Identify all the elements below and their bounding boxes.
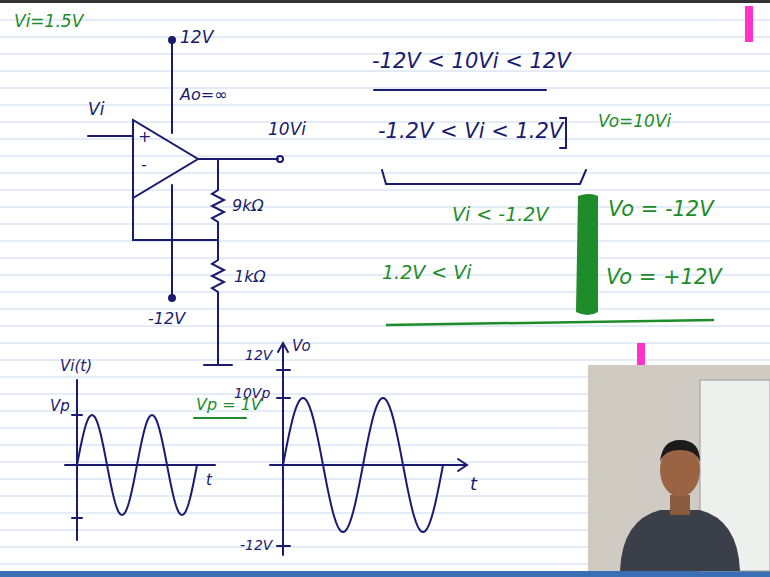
ruled-line bbox=[0, 360, 770, 361]
supply-label: 12V bbox=[180, 28, 213, 47]
axis bbox=[65, 464, 215, 466]
webcam-inset bbox=[588, 365, 770, 571]
tick bbox=[277, 545, 290, 547]
input-label: Vi bbox=[88, 100, 104, 119]
ruled-line bbox=[0, 37, 770, 38]
person-hair bbox=[660, 440, 700, 462]
arrowhead bbox=[278, 343, 288, 352]
ruled-line bbox=[0, 326, 770, 327]
resistor-symbol bbox=[212, 159, 224, 365]
ground-symbol bbox=[204, 364, 232, 366]
supply-label: -12V bbox=[148, 310, 185, 328]
ruled-line bbox=[0, 156, 770, 157]
separator-line bbox=[386, 320, 714, 325]
arrowhead bbox=[458, 459, 467, 471]
output-wire bbox=[198, 158, 278, 160]
page-marker bbox=[745, 6, 753, 42]
equation-marks bbox=[194, 90, 586, 418]
opamp-symbol bbox=[133, 120, 198, 198]
waveform-plots bbox=[65, 343, 467, 555]
input-wire bbox=[88, 135, 133, 137]
room-wall bbox=[588, 365, 770, 571]
axis-label: Vo bbox=[292, 338, 311, 355]
person-neck bbox=[670, 495, 690, 515]
axis-label: t bbox=[206, 472, 212, 489]
ruled-line bbox=[0, 292, 770, 293]
top-border bbox=[0, 0, 770, 3]
axis-label: Vp bbox=[50, 398, 70, 415]
resistor-value: 1kΩ bbox=[234, 268, 266, 286]
ruled-line bbox=[0, 309, 770, 310]
underline bbox=[374, 89, 546, 91]
tick bbox=[72, 414, 82, 416]
ruled-line bbox=[0, 88, 770, 89]
bracket bbox=[382, 170, 586, 184]
ruled-line bbox=[0, 224, 770, 225]
person-body bbox=[620, 510, 740, 571]
brace-mark bbox=[576, 194, 598, 315]
axis-label: 12V bbox=[245, 348, 272, 363]
bottom-bar bbox=[0, 571, 770, 577]
pin-label: - bbox=[141, 156, 147, 174]
sine-wave bbox=[283, 398, 443, 532]
ruled-line bbox=[0, 173, 770, 174]
terminal-dot bbox=[169, 295, 175, 301]
axis-label: Vi(t) bbox=[60, 358, 92, 375]
gain-label: Ao=∞ bbox=[180, 86, 227, 104]
resistor-value: 9kΩ bbox=[232, 197, 264, 215]
supply-wire bbox=[171, 40, 173, 133]
equation: Vo=10Vi bbox=[598, 112, 671, 131]
condition: Vi < -1.2V bbox=[452, 204, 548, 225]
equation: Vo = -12V bbox=[608, 198, 714, 221]
ruled-line bbox=[0, 105, 770, 106]
terminal-dot bbox=[277, 156, 283, 162]
condition: 1.2V < Vi bbox=[382, 262, 472, 283]
supply-wire bbox=[171, 185, 173, 298]
opamp-circuit bbox=[88, 37, 283, 365]
ruled-line bbox=[0, 343, 770, 344]
pin-label: + bbox=[138, 128, 151, 146]
axis-label: -12V bbox=[240, 538, 272, 553]
feedback-wire bbox=[133, 182, 218, 240]
axis bbox=[282, 345, 284, 555]
terminal-dot bbox=[169, 37, 175, 43]
axis bbox=[270, 464, 466, 466]
axis-label: t bbox=[470, 474, 477, 494]
tick bbox=[277, 369, 290, 371]
ruled-line bbox=[0, 258, 770, 259]
equation: -12V < 10Vi < 12V bbox=[372, 50, 571, 73]
ruled-line bbox=[0, 190, 770, 191]
ruled-line bbox=[0, 241, 770, 242]
page-marker bbox=[637, 343, 645, 365]
tick bbox=[277, 397, 290, 399]
tick bbox=[72, 517, 82, 519]
equation: -1.2V < Vi < 1.2V bbox=[378, 120, 563, 143]
axis-label: 10Vp bbox=[234, 386, 270, 401]
voltage-note: Vi=1.5V bbox=[14, 12, 83, 31]
sine-wave bbox=[77, 415, 197, 515]
ruled-line bbox=[0, 20, 770, 21]
output-label: 10Vi bbox=[268, 120, 306, 139]
equation: Vo = +12V bbox=[606, 266, 722, 289]
underline bbox=[194, 417, 246, 419]
